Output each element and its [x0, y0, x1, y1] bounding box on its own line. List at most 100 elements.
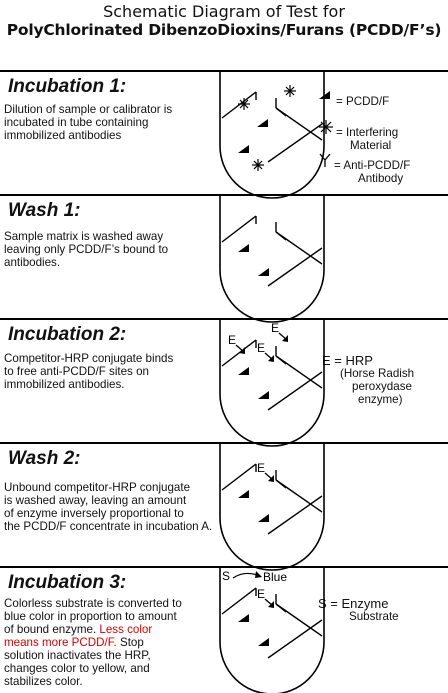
- legend-line: = Anti-PCDD/F: [334, 159, 411, 172]
- text-line: the PCDD/F concentrate in incubation A.: [4, 520, 213, 533]
- text-line: changes color to yellow, and: [4, 662, 182, 675]
- text-line: Competitor-HRP conjugate binds: [4, 352, 174, 365]
- legend-interfering: = Interfering Material: [336, 126, 398, 152]
- text-span: Stop: [116, 636, 144, 649]
- panel-incubation-1: Incubation 1: Dilution of sample or cali…: [0, 70, 448, 194]
- legend-line: peroxydase: [352, 380, 412, 393]
- pcdd-symbol: [238, 244, 249, 252]
- legend-line: E = HRP: [322, 353, 373, 368]
- text-span: of bound enzyme.: [4, 623, 100, 636]
- antibody-icon: [319, 153, 331, 167]
- legend-antibody: = Anti-PCDD/F Antibody: [334, 159, 410, 185]
- enzyme-link: [278, 332, 288, 341]
- text-line: Dilution of sample or calibrator is: [4, 103, 173, 116]
- antibody-arm: [221, 587, 257, 615]
- legend-substrate: S = Enzyme Substrate: [318, 597, 399, 623]
- enzyme-symbol: E: [271, 321, 279, 335]
- antibody-arm: [275, 231, 323, 265]
- legend-line: (Horse Radish: [340, 367, 415, 380]
- pcdd-symbol: [319, 91, 330, 99]
- legend-line: Material: [350, 139, 392, 152]
- pcdd-symbol: [258, 268, 269, 276]
- interfering-symbol: [284, 85, 296, 97]
- panel-title: Incubation 3:: [8, 572, 127, 593]
- panel-title: Incubation 1:: [8, 76, 127, 97]
- pcdd-symbol: [238, 145, 249, 153]
- text-span: blue color in proportion to amount: [4, 610, 177, 623]
- text-line: solution inactivates the HRP,: [4, 649, 182, 662]
- pcdd-symbol: [258, 391, 269, 399]
- interfering-icon: [319, 120, 333, 134]
- title-line-1: Schematic Diagram of Test for: [103, 2, 345, 21]
- panel-incubation-3: Incubation 3: Colorless substrate is con…: [0, 566, 448, 693]
- panel-description: Sample matrix is washed away leaving onl…: [4, 230, 168, 269]
- panel-title: Wash 1:: [8, 200, 81, 221]
- antibody-arm: [275, 479, 323, 513]
- text-span: changes color to yellow, and: [4, 662, 150, 675]
- text-line: Unbound competitor-HRP conjugate: [4, 481, 191, 494]
- title-line-2: PolyChlorinated DibenzoDioxins/Furans (P…: [6, 21, 442, 39]
- highlight-text: means more PCDD/F.: [4, 636, 117, 649]
- text-line: Colorless substrate is converted to: [4, 597, 182, 610]
- enzyme-link: [264, 352, 274, 361]
- test-tube: [219, 568, 325, 693]
- antibody-arm: [275, 107, 323, 141]
- antibody-arm: [267, 371, 323, 411]
- text-line: Sample matrix is washed away: [4, 230, 164, 243]
- text-line: antibodies.: [4, 256, 61, 269]
- pcdd-symbol: [238, 490, 249, 498]
- antibody-arm: [267, 619, 323, 659]
- test-tube: [219, 320, 325, 447]
- enzyme-link: [264, 472, 274, 481]
- substrate-symbol: S: [222, 569, 230, 583]
- antibody-arm: [221, 463, 257, 491]
- antibody-arm: [275, 603, 323, 637]
- text-line: is washed away, leaving an amount: [4, 494, 187, 507]
- panel-description: Dilution of sample or calibrator is incu…: [4, 103, 172, 142]
- antibody-arm: [267, 495, 323, 535]
- enzyme-symbol: E: [257, 341, 265, 355]
- test-tube: [219, 72, 325, 199]
- enzyme-link: [264, 598, 274, 607]
- panel-incubation-2: Incubation 2: Competitor-HRP conjugate b…: [0, 318, 448, 442]
- enzyme-symbol: E: [257, 461, 265, 475]
- test-tubes: [219, 72, 325, 693]
- legend-line: S = Enzyme: [318, 596, 389, 611]
- antibody-arm: [267, 247, 323, 287]
- text-line: incubated in tube containing: [4, 116, 149, 129]
- antibody-arm: [221, 215, 257, 243]
- text-line: to free anti-PCDD/F sites on: [4, 365, 149, 378]
- text-span: solution inactivates the HRP,: [4, 649, 151, 662]
- highlight-text: Less color: [99, 623, 153, 636]
- test-tube: [219, 444, 325, 571]
- panel-wash-1: Wash 1: Sample matrix is washed away lea…: [0, 194, 448, 318]
- text-line: of enzyme inversely proportional to: [4, 507, 184, 520]
- enzyme-link: [235, 344, 245, 353]
- panel-description: Competitor-HRP conjugate binds to free a…: [4, 352, 173, 391]
- antibody-arm: [221, 91, 257, 119]
- panel-title: Wash 2:: [8, 448, 81, 469]
- panel-title: Incubation 2:: [8, 324, 127, 345]
- text-line: blue color in proportion to amount: [4, 610, 182, 623]
- enzyme-symbol: E: [257, 587, 265, 601]
- diagram-title: Schematic Diagram of Test for PolyChlori…: [0, 2, 448, 40]
- conversion-arrowhead: [255, 571, 262, 578]
- legend-hrp: E = HRP (Horse Radish peroxydase enzyme): [322, 354, 414, 406]
- text-line: means more PCDD/F. Stop: [4, 636, 182, 649]
- text-span: Colorless substrate is converted to: [4, 597, 182, 610]
- test-tube: [219, 196, 325, 323]
- text-line: immobilized antibodies.: [4, 378, 125, 391]
- text-line: leaving only PCDD/F’s bound to: [4, 243, 169, 256]
- interfering-symbol: [238, 98, 250, 110]
- text-line: stabilizes color.: [4, 675, 182, 688]
- text-line: immobilized antibodies: [4, 129, 122, 142]
- pcdd-symbol: [257, 119, 268, 127]
- panel-wash-2: Wash 2: Unbound competitor-HRP conjugate…: [0, 442, 448, 566]
- panel-description: Unbound competitor-HRP conjugate is wash…: [4, 481, 212, 533]
- legend-line: Substrate: [349, 610, 399, 623]
- text-line: of bound enzyme. Less color: [4, 623, 182, 636]
- enzyme-symbol: E: [228, 333, 236, 347]
- antibody-arm: [267, 123, 323, 163]
